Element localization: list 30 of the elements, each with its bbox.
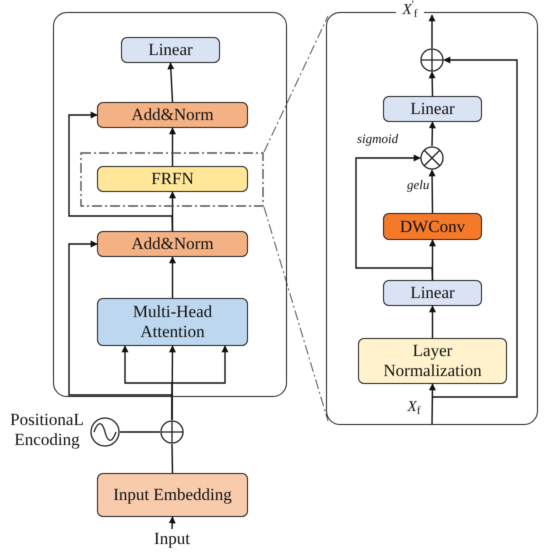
process-box: Layer Normalization: [358, 338, 507, 384]
process-box: Multi-Head Attention: [97, 298, 248, 346]
arrow: [428, 121, 436, 146]
arrow: [428, 383, 436, 425]
zoom-line: [264, 206, 328, 422]
process-box: FRFN: [97, 166, 248, 192]
process-box: Linear: [383, 280, 482, 306]
arrow: [432, 56, 518, 398]
arrow: [168, 516, 176, 530]
arrow: [167, 62, 174, 102]
edge-label: sigmoid: [356, 132, 400, 146]
process-box: DWConv: [383, 213, 482, 240]
zoom-line: [264, 16, 328, 152]
process-box: Input Embedding: [97, 473, 248, 517]
arrow: [429, 305, 436, 338]
process-box: Linear: [383, 96, 482, 122]
arrow: [428, 14, 436, 48]
node-label: PositionaL Encoding: [9, 410, 85, 450]
process-box: Linear: [121, 37, 220, 63]
arrow: [428, 169, 436, 213]
arrow: [169, 256, 176, 298]
process-box: Add&Norm: [97, 102, 248, 128]
process-box: Add&Norm: [97, 231, 248, 257]
arrow: [169, 127, 176, 166]
arrow: [355, 154, 434, 280]
arrow: [428, 71, 436, 96]
arrow: [171, 345, 228, 420]
input-label: Input: [148, 529, 196, 553]
arrow: [68, 112, 174, 232]
edge-label: gelu: [406, 178, 430, 192]
